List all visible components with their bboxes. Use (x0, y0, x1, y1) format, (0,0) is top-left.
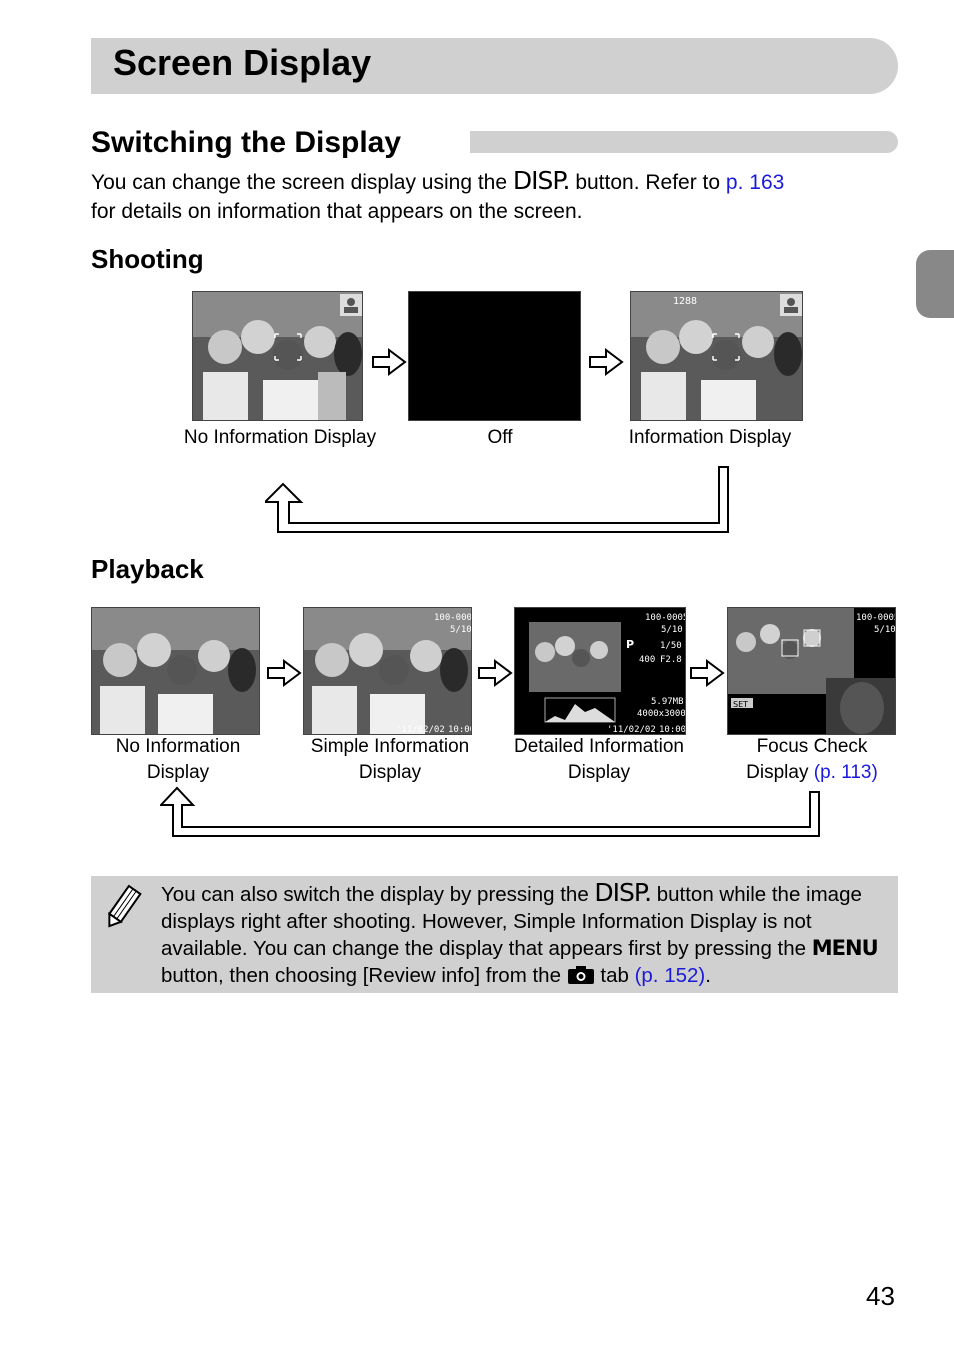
svg-text:1/50: 1/50 (660, 641, 682, 651)
page-number: 43 (866, 1281, 895, 1311)
page-title: Screen Display (113, 42, 372, 83)
loop-back-arrow-icon (160, 786, 820, 837)
chapter-tab (916, 250, 954, 318)
svg-text:400: 400 (639, 655, 655, 665)
playback-heading: Playback (91, 554, 204, 584)
title-bar (91, 38, 898, 94)
svg-text:SET: SET (733, 700, 748, 709)
svg-text:100-0005: 100-0005 (645, 613, 686, 623)
arrow-right-icon (690, 659, 725, 687)
playback-focus-check-photo: 100-0005 5/10 SET (727, 607, 896, 735)
menu-button-icon: MENU (811, 936, 879, 960)
svg-text:P: P (626, 638, 634, 651)
section-rule (470, 131, 898, 153)
shooting-off-screen (408, 291, 581, 421)
arrow-right-icon (372, 348, 407, 376)
section-title: Switching the Display (91, 126, 402, 159)
svg-text:'11/02/02: '11/02/02 (607, 725, 656, 735)
disp-button-icon: DISP. (512, 166, 571, 195)
svg-text:5/10: 5/10 (874, 625, 896, 635)
focus-check-page-link[interactable]: (p. 113) (813, 762, 878, 783)
loop-back-arrow-icon (265, 466, 729, 533)
svg-text:100-0005: 100-0005 (856, 613, 896, 623)
playback-detailed-info-photo: 100-0005 5/10 P 1/50 400 F2.8 5.97MB 400… (514, 607, 686, 735)
svg-text:4000x3000: 4000x3000 (637, 709, 686, 719)
disp-button-icon: DISP. (594, 878, 652, 907)
svg-text:'11/02/02: '11/02/02 (396, 725, 445, 735)
arrow-right-icon (478, 659, 513, 687)
svg-text:10:00: 10:00 (448, 725, 472, 735)
playback-no-info-photo (91, 607, 260, 735)
arrow-right-icon (267, 659, 302, 687)
intro-page-link[interactable]: p. 163 (725, 171, 785, 194)
note-page-link[interactable]: (p. 152) (634, 964, 706, 987)
intro-paragraph: You can change the screen display using … (91, 166, 785, 223)
label-no-info-display: No Information Display (183, 427, 377, 448)
label-off: Off (487, 427, 513, 448)
shooting-heading: Shooting (91, 244, 204, 274)
playback-simple-info-photo: 100-0005 5/10 '11/02/02 10:00 (303, 607, 472, 735)
svg-text:10:00: 10:00 (659, 725, 686, 735)
svg-text:5.97MB: 5.97MB (651, 697, 684, 707)
svg-text:F2.8: F2.8 (660, 655, 682, 665)
note-box (91, 876, 898, 993)
camera-icon (567, 966, 594, 984)
svg-text:5/10: 5/10 (661, 625, 683, 635)
shooting-no-info-photo (192, 291, 363, 421)
label-info-display: Information Display (628, 427, 792, 448)
arrow-right-icon (589, 348, 624, 376)
pencil-icon (107, 884, 142, 928)
svg-text:5/10: 5/10 (450, 625, 472, 635)
shooting-info-photo: 1288 (630, 291, 803, 421)
note-text: You can also switch the display by press… (161, 878, 879, 987)
svg-text:100-0005: 100-0005 (434, 613, 472, 623)
shot-count-overlay: 1288 (673, 296, 697, 307)
